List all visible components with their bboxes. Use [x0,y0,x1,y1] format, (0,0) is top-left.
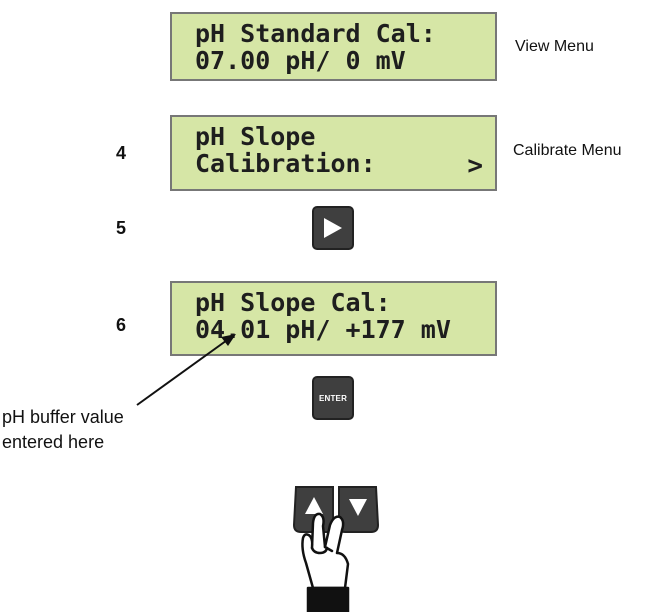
step-5-label: 5 [116,218,127,238]
lcd-line-1: pH Slope Cal: [195,288,391,317]
lcd-screen-slope-cal: pH Slope Cal: 04.01 pH/ +177 mV [170,281,497,356]
callout-line-1: pH buffer value [2,407,124,427]
enter-key-label: ENTER [318,393,348,403]
lcd-screen-calibration: pH Slope Calibration: > [170,115,497,191]
lcd-screen-view: pH Standard Cal: 07.00 pH/ 0 mV [170,12,497,81]
lcd-line-2: Calibration: [195,149,376,178]
view-menu-label: View Menu [515,38,594,55]
calibrate-menu-label: Calibrate Menu [513,142,622,159]
lcd-right-arrow-icon: > [467,151,483,181]
callout-text: pH buffer value entered here [2,405,124,455]
down-arrow-icon [349,499,367,516]
right-arrow-key[interactable] [312,206,354,250]
pointing-hand-icon [301,512,350,612]
lcd-line-2: 07.00 pH/ 0 mV [195,46,406,75]
lcd-line-1: pH Slope [195,122,316,151]
callout-arrow [136,334,236,406]
step-4-label: 4 [116,143,127,163]
up-arrow-icon [305,497,323,514]
callout-line-2: entered here [2,432,105,452]
down-arrow-key[interactable] [338,486,380,533]
lcd-line-1: pH Standard Cal: [195,19,436,48]
play-right-icon [324,218,342,238]
enter-key[interactable]: ENTER [312,376,354,420]
step-6-label: 6 [116,315,127,335]
